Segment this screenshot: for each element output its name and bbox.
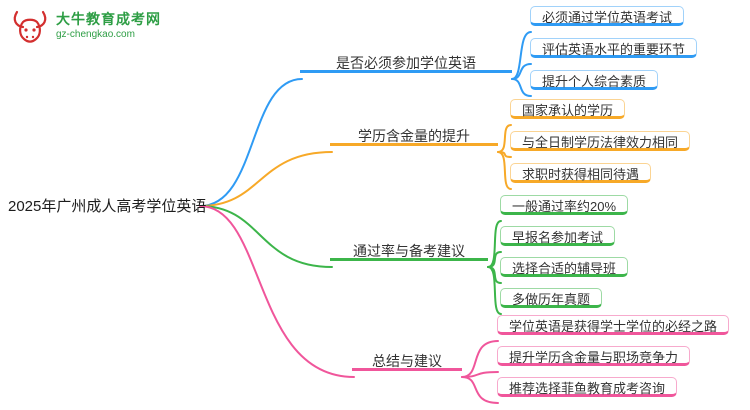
leaf-node: 必须通过学位英语考试: [530, 6, 685, 26]
site-logo[interactable]: 大牛教育成考网 gz-chengkao.com: [10, 8, 161, 48]
leaf-node: 与全日制学历法律效力相同: [510, 131, 691, 151]
leaf-node: 提升学历含金量与职场竞争力: [497, 346, 691, 366]
leaf-node: 国家承认的学历: [510, 99, 626, 119]
leaf-node: 评估英语水平的重要环节: [530, 38, 698, 58]
leaf-node: 早报名参加考试: [500, 226, 616, 246]
logo-text: 大牛教育成考网 gz-chengkao.com: [56, 8, 161, 41]
branch-node-exam-required: 是否必须参加学位英语: [300, 52, 512, 73]
leaf-node: 学位英语是获得学士学位的必经之路: [497, 315, 730, 335]
branch-node-summary: 总结与建议: [352, 350, 462, 371]
branch-node-degree-value: 学历含金量的提升: [330, 125, 498, 146]
leaf-node: 推荐选择菲鱼教育成考咨询: [497, 377, 678, 397]
leaf-node: 选择合适的辅导班: [500, 257, 629, 277]
root-node: 2025年广州成人高考学位英语: [8, 198, 207, 215]
leaf-node: 求职时获得相同待遇: [510, 163, 652, 183]
leaf-node: 一般通过率约20%: [500, 195, 629, 215]
logo-subtitle: gz-chengkao.com: [56, 29, 135, 40]
branch-node-pass-rate: 通过率与备考建议: [330, 240, 488, 261]
bull-icon: [13, 10, 47, 43]
logo-title: 大牛教育成考网: [56, 11, 161, 27]
leaf-node: 多做历年真题: [500, 288, 603, 308]
leaf-node: 提升个人综合素质: [530, 70, 659, 90]
